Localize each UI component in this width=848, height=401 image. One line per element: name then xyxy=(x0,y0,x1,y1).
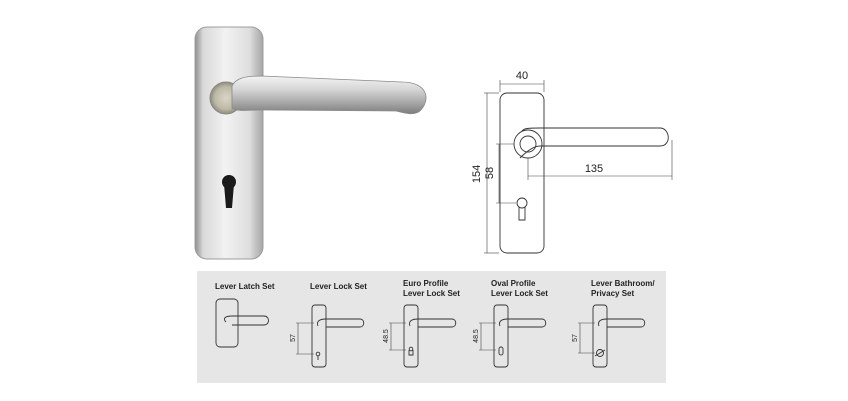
variant-dim: 48.5 xyxy=(473,329,480,343)
dim-center-label: 58 xyxy=(484,167,496,179)
variant-lever-latch-set: Lever Latch Set xyxy=(215,282,275,348)
drawing-keyhole xyxy=(516,197,528,221)
dim-height-label: 154 xyxy=(471,165,483,183)
variant-label-line: Oval Profile xyxy=(491,279,536,288)
drawing-lever xyxy=(519,127,669,159)
variant-label-line: Lever Lock Set xyxy=(403,289,460,298)
dim-center: 58 xyxy=(484,143,516,204)
dim-width-label: 40 xyxy=(516,70,528,82)
dim-lever-label: 135 xyxy=(585,163,603,175)
variant-dim: 57 xyxy=(572,334,579,342)
backplate xyxy=(194,26,264,260)
variant-dim: 57 xyxy=(290,334,297,342)
lever-arm xyxy=(231,75,427,115)
technical-drawing: 40 154 58 135 xyxy=(471,70,673,254)
variant-bathroom-privacy-set: Lever Bathroom/ Privacy Set 57 xyxy=(572,279,655,368)
variant-euro-profile-lock-set: Euro Profile Lever Lock Set 48.5 xyxy=(383,279,460,368)
variant-oval-profile-lock-set: Oval Profile Lever Lock Set 48.5 xyxy=(473,279,548,368)
variant-label-line: Lever Lock Set xyxy=(491,289,548,298)
variant-label-line: Lever Latch Set xyxy=(215,282,275,291)
dim-lever: 135 xyxy=(527,140,673,180)
dim-width: 40 xyxy=(499,70,545,92)
variant-lever-lock-set: Lever Lock Set 57 xyxy=(290,282,367,368)
variant-label-line: Lever Bathroom/ xyxy=(591,279,655,288)
drawing-plate xyxy=(499,92,545,254)
variant-label-line: Privacy Set xyxy=(591,289,634,298)
variant-dim: 48.5 xyxy=(383,329,390,343)
dim-height: 154 xyxy=(471,92,499,254)
variant-label-line: Lever Lock Set xyxy=(310,282,367,291)
variant-label-line: Euro Profile xyxy=(403,279,449,288)
keyhole-icon xyxy=(222,175,236,208)
handle-photo xyxy=(194,26,427,260)
